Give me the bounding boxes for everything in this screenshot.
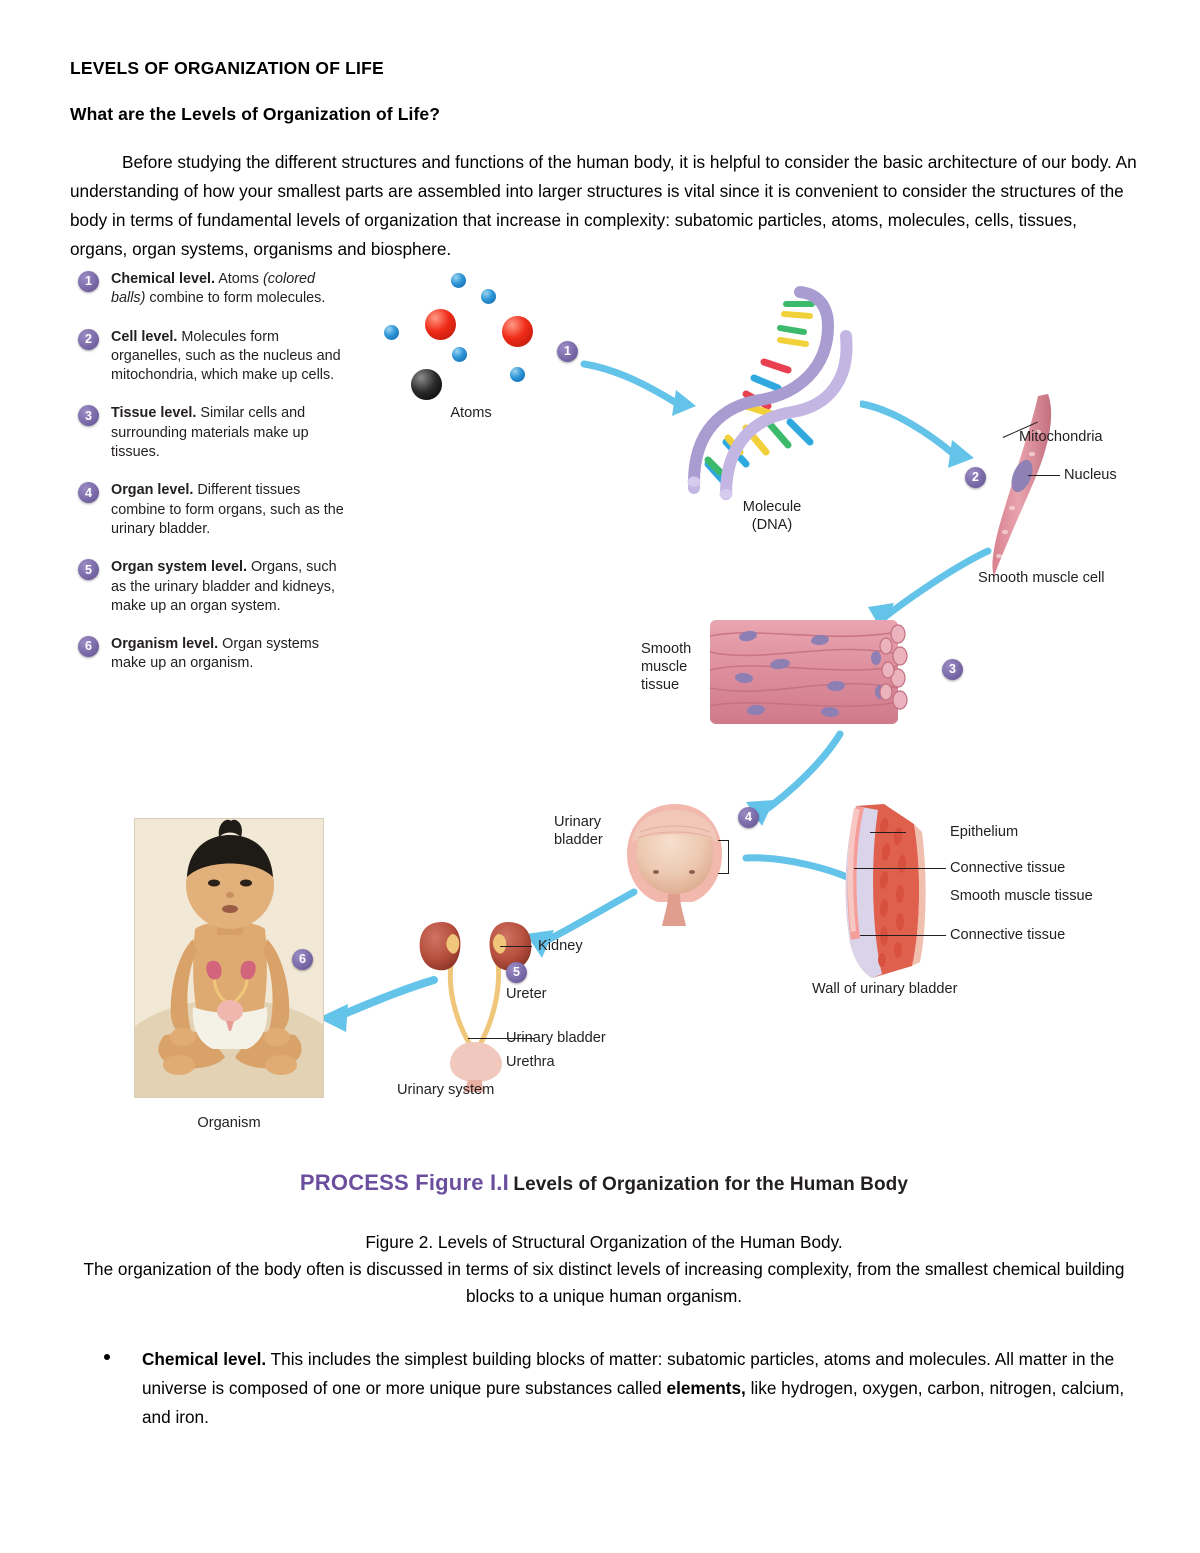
label-mitochondria: Mitochondria bbox=[1019, 429, 1103, 445]
section-heading: What are the Levels of Organization of L… bbox=[70, 104, 440, 124]
label-organism: Organism bbox=[197, 1115, 261, 1131]
figure-caption-line2: The organization of the body often is di… bbox=[83, 1259, 1125, 1306]
arrow-atoms-to-molecule-icon bbox=[580, 360, 696, 416]
label-ureter: Ureter bbox=[506, 986, 547, 1002]
process-figure-caption: PROCESS Figure I.I Levels of Organizatio… bbox=[70, 1170, 1138, 1196]
atom-blue-small bbox=[384, 325, 399, 340]
legend-term: Organism level. bbox=[111, 636, 219, 653]
bracket-bladder-wall bbox=[718, 840, 729, 874]
list-item: Chemical level. This includes the simple… bbox=[100, 1345, 1140, 1432]
urinary-bladder-illustration bbox=[627, 804, 722, 926]
leader-line-urinary-bladder bbox=[468, 1038, 534, 1040]
atom-blue-small bbox=[452, 347, 467, 362]
label-urinary-bladder-organ: Urinary bladder bbox=[554, 814, 603, 848]
process-figure-title: Levels of Organization for the Human Bod… bbox=[513, 1174, 909, 1195]
label-atoms: Atoms bbox=[450, 405, 492, 421]
atom-red-large bbox=[425, 309, 456, 340]
figure-caption-line1: Figure 2. Levels of Structural Organizat… bbox=[365, 1232, 843, 1252]
legend-item-organ-system-level: 5 Organ system level. Organs, such as th… bbox=[78, 558, 346, 616]
legend-item-organism-level: 6 Organism level. Organ systems make up … bbox=[78, 635, 346, 674]
step-badge-4-diagram: 4 bbox=[738, 807, 759, 828]
step-badge-2: 2 bbox=[78, 328, 99, 350]
smooth-muscle-cell-illustration bbox=[992, 394, 1052, 576]
label-connective-tissue-lower: Connective tissue bbox=[950, 927, 1066, 943]
label-kidney: Kidney bbox=[538, 938, 583, 954]
step-badge-6-diagram: 6 bbox=[292, 949, 313, 970]
step-badge-5-diagram: 5 bbox=[506, 962, 527, 983]
bladder-wall-illustration bbox=[845, 804, 926, 978]
step-badge-6: 6 bbox=[78, 636, 99, 658]
legend-term: Organ system level. bbox=[111, 559, 247, 576]
legend-item-text: Cell level. Molecules form organelles, s… bbox=[111, 328, 341, 384]
legend-item-chemical-level: 1 Chemical level. Atoms (colored balls) … bbox=[78, 270, 346, 309]
leader-line-connective-tissue-1 bbox=[854, 868, 946, 870]
label-nucleus: Nucleus bbox=[1064, 467, 1117, 483]
legend-term: Chemical level. bbox=[111, 271, 215, 287]
arrow-cell-to-tissue-icon bbox=[868, 547, 992, 631]
step-badge-2-diagram: 2 bbox=[965, 467, 986, 488]
label-molecule-dna: Molecule (DNA) bbox=[742, 499, 802, 533]
baby-photo-illustration bbox=[135, 819, 323, 1097]
arrow-molecule-to-cell-icon bbox=[860, 400, 974, 468]
dna-molecule-illustration bbox=[687, 286, 853, 500]
organism-photo bbox=[134, 818, 324, 1098]
smooth-muscle-tissue-illustration bbox=[709, 620, 908, 724]
legend-item-cell-level: 2 Cell level. Molecules form organelles,… bbox=[78, 328, 346, 386]
legend-term: Cell level. bbox=[111, 328, 178, 345]
atom-black-large bbox=[411, 369, 442, 400]
figure-caption: Figure 2. Levels of Structural Organizat… bbox=[70, 1229, 1138, 1310]
leader-line-kidney bbox=[500, 946, 532, 948]
bullet-emphasis-elements: elements, bbox=[666, 1378, 746, 1398]
label-urethra: Urethra bbox=[506, 1054, 555, 1070]
step-badge-3: 3 bbox=[78, 405, 99, 427]
step-badge-4: 4 bbox=[78, 482, 99, 504]
step-badge-3-diagram: 3 bbox=[942, 659, 963, 680]
legend-item-organ-level: 4 Organ level. Different tissues combine… bbox=[78, 481, 346, 539]
legend-item-tissue-level: 3 Tissue level. Similar cells and surrou… bbox=[78, 404, 346, 462]
bullet-list: Chemical level. This includes the simple… bbox=[100, 1345, 1140, 1432]
label-urinary-system: Urinary system bbox=[397, 1082, 495, 1098]
atom-blue-small bbox=[451, 273, 466, 288]
bullet-text-1: This includes the simplest building bloc… bbox=[142, 1349, 1115, 1398]
bullet-term: Chemical level. bbox=[142, 1349, 267, 1369]
leader-line-connective-tissue-2 bbox=[860, 935, 946, 937]
label-smooth-muscle-cell: Smooth muscle cell bbox=[978, 570, 1105, 586]
intro-paragraph: Before studying the different structures… bbox=[70, 152, 1137, 259]
process-figure: 1 Chemical level. Atoms (colored balls) … bbox=[70, 262, 1138, 1195]
label-connective-tissue-upper: Connective tissue bbox=[950, 860, 1066, 876]
legend-item-text: Tissue level. Similar cells and surround… bbox=[111, 405, 309, 461]
bullet-point-icon bbox=[104, 1354, 110, 1360]
step-badge-1-diagram: 1 bbox=[557, 341, 578, 362]
step-badge-5: 5 bbox=[78, 559, 99, 581]
atom-blue-small bbox=[481, 289, 496, 304]
legend-item-text: Chemical level. Atoms (colored balls) co… bbox=[111, 271, 326, 307]
label-urinary-bladder-system: Urinary bladder bbox=[506, 1030, 606, 1046]
label-smooth-muscle-tissue-wall: Smooth muscle tissue bbox=[950, 888, 1093, 904]
label-wall-of-urinary-bladder: Wall of urinary bladder bbox=[812, 981, 958, 997]
bullet-text-2: like hydrogen, oxygen, carbon, nitrogen,… bbox=[142, 1378, 1125, 1427]
leader-line-epithelium bbox=[870, 832, 906, 834]
legend-term: Tissue level. bbox=[111, 405, 197, 422]
label-smooth-muscle-tissue: Smooth muscle tissue bbox=[641, 641, 692, 693]
arrow-system-to-organism-icon bbox=[318, 976, 438, 1032]
page-title: LEVELS OF ORGANIZATION OF LIFE bbox=[70, 58, 384, 78]
atom-red-large bbox=[502, 316, 533, 347]
legend-item-text: Organ system level. Organs, such as the … bbox=[111, 559, 337, 614]
step-badge-1: 1 bbox=[78, 271, 99, 292]
legend-item-text: Organism level. Organ systems make up an… bbox=[111, 636, 319, 672]
atom-blue-small bbox=[510, 367, 525, 382]
legend-item-text: Organ level. Different tissues combine t… bbox=[111, 482, 344, 537]
arrow-tissue-to-organ-icon bbox=[746, 730, 844, 826]
figure-legend: 1 Chemical level. Atoms (colored balls) … bbox=[78, 270, 346, 693]
arrow-organ-to-system-icon bbox=[526, 888, 638, 958]
label-epithelium: Epithelium bbox=[950, 824, 1019, 840]
process-figure-number: PROCESS Figure I.I bbox=[299, 1170, 509, 1195]
leader-line-nucleus bbox=[1028, 475, 1060, 477]
legend-term: Organ level. bbox=[111, 482, 194, 499]
